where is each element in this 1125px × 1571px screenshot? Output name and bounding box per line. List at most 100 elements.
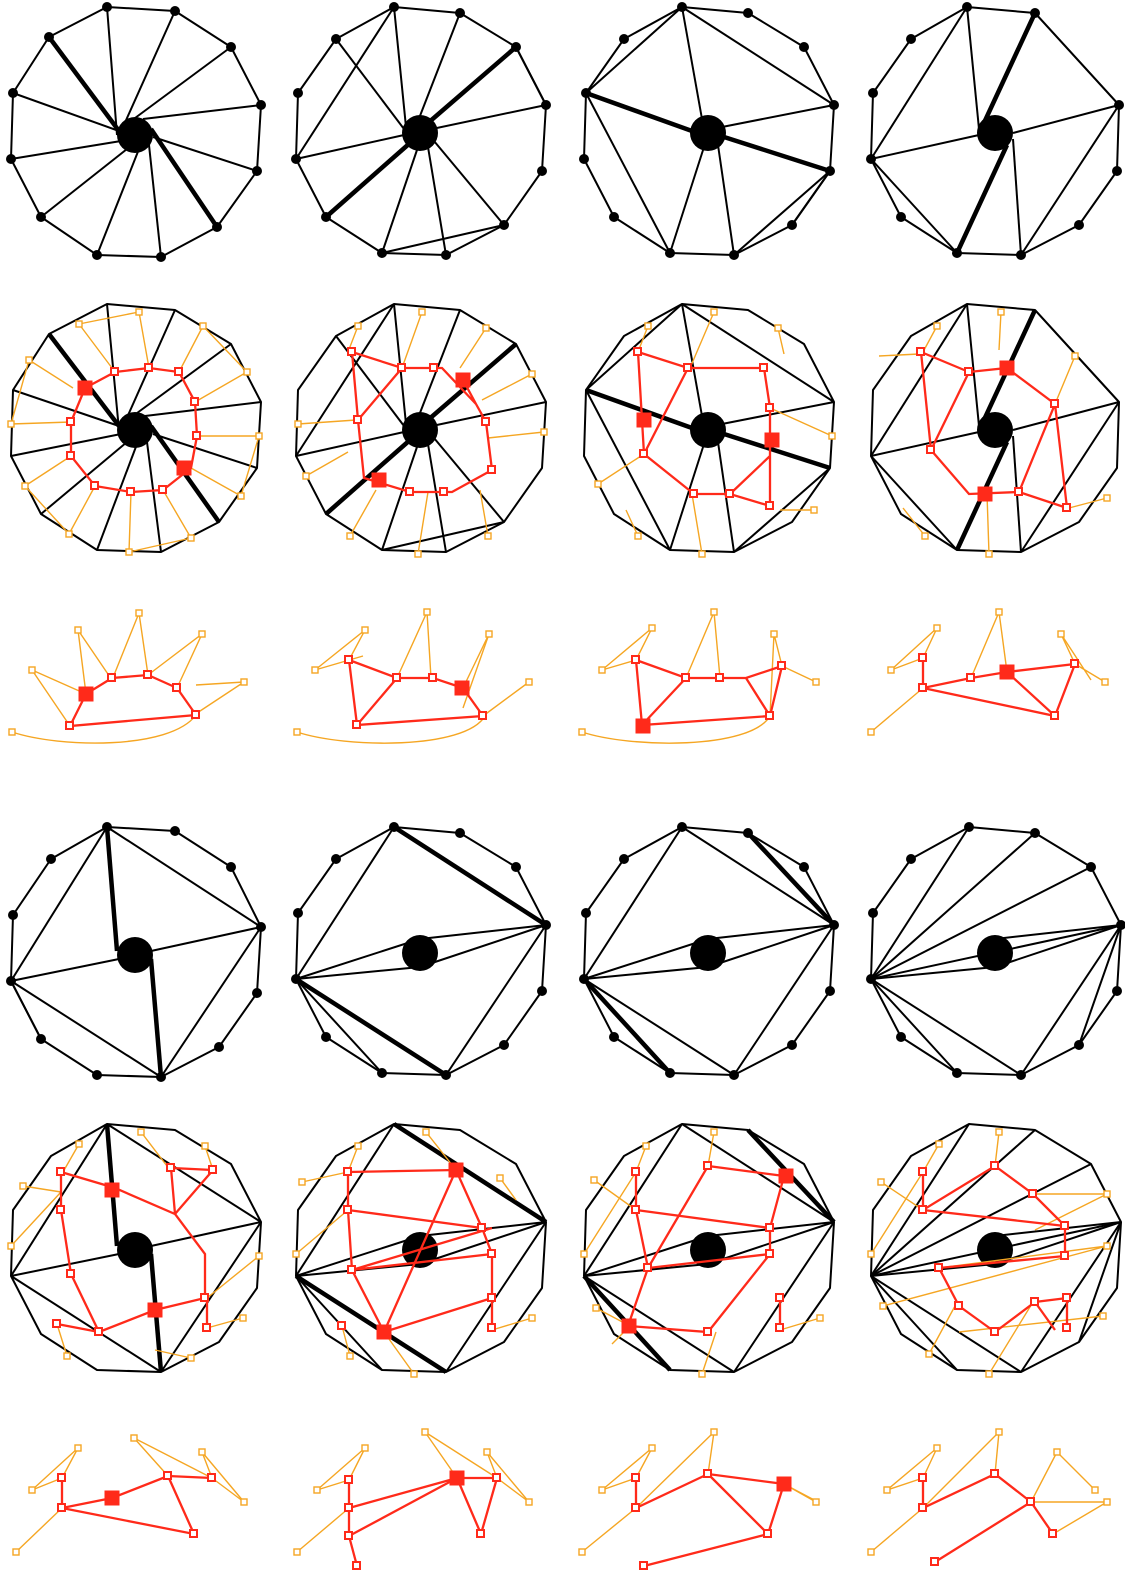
- mutable-vertex: [476, 1529, 485, 1538]
- marked-point: [291, 154, 301, 164]
- quiver-marked-node: [104, 1490, 120, 1506]
- triangulation-panel-2: [291, 2, 551, 260]
- frozen-vertex: [199, 322, 207, 330]
- triangulation-arc: [791, 170, 831, 226]
- triangulation-arc: [870, 866, 1092, 980]
- frozen-vertex: [187, 534, 195, 542]
- marked-point: [256, 922, 266, 932]
- mutable-vertex: [1050, 399, 1059, 408]
- marked-point: [44, 32, 54, 42]
- mutable-vertex: [207, 1473, 216, 1482]
- triangulation-arc: [515, 46, 547, 106]
- quiver-overlay-panel-4: [870, 303, 1120, 558]
- frozen-arrow: [316, 1431, 530, 1503]
- triangulation-panel-7: [579, 822, 839, 1080]
- triangulation-arc: [160, 926, 262, 1078]
- triangulation-arc: [150, 1221, 262, 1247]
- triangulation-arc: [295, 6, 395, 160]
- triangulation-panel-1: [6, 2, 266, 262]
- marked-point: [787, 1040, 797, 1050]
- triangulation-arc: [1078, 1221, 1122, 1343]
- triangulation-arc: [146, 441, 162, 553]
- mutable-vertex: [631, 1473, 640, 1482]
- row-3-quivers: [8, 608, 1109, 744]
- mutable-vertex: [172, 683, 181, 692]
- flip-arc: [392, 825, 548, 927]
- frozen-arrow: [870, 611, 1106, 733]
- mutable-arrow: [634, 658, 784, 727]
- triangulation-arc: [381, 521, 505, 551]
- row-1-triangulations: [6, 2, 1124, 262]
- marked-point: [511, 862, 521, 872]
- mutable-vertex: [918, 1503, 927, 1512]
- puncture: [977, 115, 1013, 151]
- mutable-vertex: [190, 397, 199, 406]
- frozen-arrow: [597, 311, 833, 555]
- marked-point: [537, 166, 547, 176]
- frozen-vertex: [75, 320, 83, 328]
- triangulation-arc: [1012, 104, 1120, 134]
- mutable-vertex: [65, 721, 74, 730]
- triangulation-arc: [583, 1123, 683, 1277]
- marked-point: [156, 1072, 166, 1082]
- mutable-vertex: [1070, 659, 1079, 668]
- mutable-arrow: [634, 1472, 786, 1568]
- quiver-panel-7: [578, 1428, 820, 1570]
- frozen-vertex: [25, 356, 33, 364]
- triangulation-arc: [417, 309, 461, 419]
- mutable-vertex: [765, 1223, 774, 1232]
- marked-point: [729, 250, 739, 260]
- marked-point: [92, 250, 102, 260]
- mutable-vertex: [631, 1205, 640, 1214]
- frozen-vertex: [240, 1498, 248, 1506]
- frozen-arrow: [10, 311, 260, 553]
- mutable-vertex: [715, 673, 724, 682]
- mutable-vertex: [1060, 1221, 1069, 1230]
- frozen-vertex: [7, 1242, 15, 1250]
- triangulation-arc: [870, 1129, 1036, 1277]
- frozen-arrow: [10, 1131, 260, 1359]
- frozen-arrow: [15, 1437, 245, 1553]
- mutable-vertex: [94, 1327, 103, 1336]
- triangulation-arc: [583, 1275, 735, 1373]
- mutable-vertex: [703, 1469, 712, 1478]
- frozen-vertex: [810, 506, 818, 514]
- mutable-vertex: [1028, 1189, 1037, 1198]
- mutable-vertex: [126, 487, 135, 496]
- marked-point: [868, 88, 878, 98]
- puncture: [977, 935, 1013, 971]
- mutable-arrow: [921, 1164, 1069, 1334]
- quiver-overlay-panel-5: [7, 1123, 263, 1373]
- frozen-vertex: [483, 1448, 491, 1456]
- marked-point: [829, 100, 839, 110]
- boundary-vertices: [866, 822, 1125, 1080]
- mutable-vertex: [492, 1473, 501, 1482]
- triangulation-arc: [295, 966, 421, 980]
- quiver-panel-4: [867, 608, 1109, 736]
- frozen-vertex: [770, 630, 778, 638]
- mutable-vertex: [56, 1167, 65, 1176]
- frozen-vertex: [354, 1142, 362, 1150]
- frozen-arrows: [594, 308, 836, 558]
- mutable-vertex: [487, 465, 496, 474]
- puncture: [117, 117, 153, 153]
- frozen-vertex: [933, 1444, 941, 1452]
- mutable-vertex: [1026, 1497, 1035, 1506]
- frozen-vertex: [648, 624, 656, 632]
- mutable-arrow: [347, 1476, 499, 1567]
- mutable-vertex: [759, 363, 768, 372]
- frozen-vertex: [879, 1302, 887, 1310]
- frozen-vertex: [1101, 678, 1109, 686]
- triangulation-arc: [669, 443, 705, 551]
- triangulation-arc: [1020, 924, 1122, 1076]
- frozen-vertex: [1103, 1498, 1111, 1506]
- marked-point: [787, 220, 797, 230]
- triangulation-arc: [12, 92, 120, 132]
- boundary-vertices: [291, 822, 551, 1080]
- triangulation-arc: [381, 146, 419, 254]
- frozen-vertex: [28, 666, 36, 674]
- frozen-vertex: [1053, 1448, 1061, 1456]
- marked-point: [102, 2, 112, 12]
- flip-arc: [294, 977, 448, 1077]
